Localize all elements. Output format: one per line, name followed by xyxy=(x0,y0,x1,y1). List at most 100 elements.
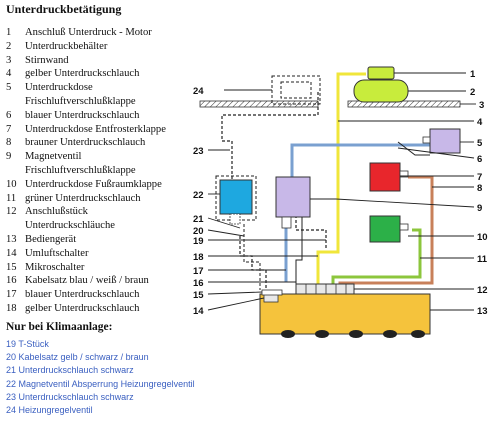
legend-number: 17 xyxy=(6,289,17,301)
magnet-valve-9-port xyxy=(281,216,292,229)
legend-text: Mikroschalter xyxy=(25,261,85,273)
clima-text: Unterdruckschlauch schwarz xyxy=(18,365,134,376)
magnet-valve-22 xyxy=(219,179,253,215)
clima-heading: Nur bei Klimaanlage: xyxy=(6,321,113,333)
label-10: 10 xyxy=(477,232,488,243)
hose-4-yellow xyxy=(316,72,366,290)
clima-number: 22 xyxy=(6,378,17,389)
micro-switch-15 xyxy=(261,289,283,296)
clima-item: 21 Unterdruckschlauch schwarz xyxy=(6,365,134,375)
legend-text: Unterdruckdose Entfrosterklappe xyxy=(25,123,166,135)
hose-6-blue xyxy=(290,143,430,178)
clima-number: 21 xyxy=(6,365,17,376)
legend-number: 3 xyxy=(6,54,12,66)
dose-10-nozzle xyxy=(399,223,409,231)
clima-item: 24 Heizungregelventil xyxy=(6,405,93,415)
clima-text: Unterdruckschlauch schwarz xyxy=(18,391,134,402)
dose-5-fresh-air xyxy=(429,128,461,154)
legend-number: 8 xyxy=(6,137,12,149)
legend-number: 15 xyxy=(6,261,17,273)
hose-11-green xyxy=(331,228,422,290)
label-4: 4 xyxy=(477,117,483,128)
dose-5-nozzle xyxy=(422,136,431,144)
clima-item: 22 Magnetventil Absperrung Heizungregelv… xyxy=(6,379,195,389)
legend-text: blauer Unterdruckschlauch xyxy=(25,289,140,301)
legend-text: Unterdruckdose xyxy=(25,82,93,94)
clima-item: 23 Unterdruckschlauch schwarz xyxy=(6,392,134,402)
dose-7-nozzle xyxy=(399,170,409,178)
clima-text: Heizungregelventil xyxy=(18,405,93,415)
vacuum-reservoir xyxy=(353,79,409,103)
label-13: 13 xyxy=(477,306,488,317)
legend-text: Frischluftverschlußklappe xyxy=(25,165,136,176)
hose-23-black xyxy=(221,92,319,180)
cable-20 xyxy=(243,224,261,290)
label-12: 12 xyxy=(477,285,488,296)
label-21: 21 xyxy=(193,214,204,225)
label-15: 15 xyxy=(193,290,204,301)
label-24: 24 xyxy=(193,86,204,97)
label-23: 23 xyxy=(193,146,204,157)
magnet-valve-22-outline xyxy=(215,175,257,221)
clima-item: 19 T-Stück xyxy=(6,339,49,349)
legend-text: Bediengerät xyxy=(25,234,77,245)
dose-7-defrost xyxy=(369,162,401,192)
label-19: 19 xyxy=(193,236,204,247)
legend-text: Anschluß Unterdruck - Motor xyxy=(25,27,152,38)
legend-number: 4 xyxy=(6,68,12,80)
connector-pins xyxy=(305,284,347,294)
magnet-valve-22-port xyxy=(229,213,241,225)
clima-number: 23 xyxy=(6,391,17,402)
legend-number: 9 xyxy=(6,151,12,163)
clima-text: Magnetventil Absperrung Heizungregelvent… xyxy=(18,378,195,389)
label-18: 18 xyxy=(193,252,204,263)
label-16: 16 xyxy=(193,278,204,289)
legend-text: gelber Unterdruckschlauch xyxy=(25,68,140,80)
page-title: Unterdruckbetätigung xyxy=(6,2,122,16)
legend-text: Kabelsatz blau / weiß / braun xyxy=(25,275,149,287)
legend-number: 5 xyxy=(6,82,12,94)
label-9: 9 xyxy=(477,203,482,214)
cable-16 xyxy=(295,217,303,290)
legend-text: gelber Unterdruckschlauch xyxy=(25,303,140,314)
clima-item: 20 Kabelsatz gelb / schwarz / braun xyxy=(6,352,149,362)
legend-number: 11 xyxy=(6,192,17,204)
dose-10-footwell xyxy=(369,215,401,243)
legend-text: Anschlußstück xyxy=(25,206,88,218)
legend-text: Unterdruckdose Fußraumklappe xyxy=(25,178,162,190)
label-8: 8 xyxy=(477,183,482,194)
label-1: 1 xyxy=(470,69,476,80)
label-6: 6 xyxy=(477,154,482,165)
clima-number: 20 xyxy=(6,352,17,363)
legend-text: Frischluftverschlußklappe xyxy=(25,96,136,107)
heater-valve-outline xyxy=(271,75,321,105)
motor-connection-box xyxy=(367,66,395,80)
label-3: 3 xyxy=(479,100,484,111)
connector-block-12 xyxy=(295,283,355,295)
legend-text: blauer Unterdruckschlauch xyxy=(25,109,140,121)
legend-number: 18 xyxy=(6,303,17,314)
hose-21-black xyxy=(239,236,267,290)
control-unit-13 xyxy=(259,293,431,335)
legend-number: 2 xyxy=(6,40,12,52)
legend-number: 1 xyxy=(6,27,12,38)
label-2: 2 xyxy=(470,87,475,98)
legend-text: Unterdruckschläuche xyxy=(25,220,116,232)
legend-number: 16 xyxy=(6,275,17,287)
legend-text: Unterdruckbehälter xyxy=(25,40,108,52)
label-17: 17 xyxy=(193,266,204,277)
legend-text: Magnetventil xyxy=(25,151,82,163)
line-to-dose-5 xyxy=(397,141,430,156)
label-7: 7 xyxy=(477,172,482,183)
clima-text: T-Stück xyxy=(18,339,49,349)
legend-number: 7 xyxy=(6,123,12,135)
clima-number: 24 xyxy=(6,405,17,415)
legend-text: brauner Unterdruckschlauch xyxy=(25,137,146,149)
legend-number: 14 xyxy=(6,247,17,259)
clima-text: Kabelsatz gelb / schwarz / braun xyxy=(18,352,149,363)
magnet-valve-9 xyxy=(275,176,311,218)
heater-valve-body xyxy=(280,81,312,99)
label-22: 22 xyxy=(193,190,204,201)
